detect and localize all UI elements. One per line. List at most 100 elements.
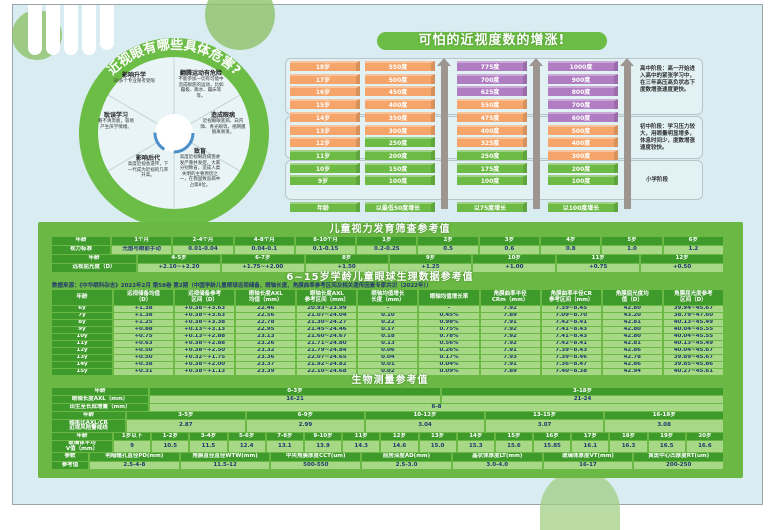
table-cell: 2.5-3.0	[362, 462, 451, 469]
table-cell: 3-5岁	[127, 412, 245, 419]
table-cell: 3.08	[605, 420, 723, 432]
table-cell: +0.38~+2.00	[175, 362, 235, 368]
table-cell: 16-18岁	[605, 412, 723, 419]
table-cell: 0.04-0.1	[234, 246, 294, 254]
row-label: 9y	[52, 327, 112, 333]
table-cell: 1-2岁	[152, 433, 189, 440]
stair-cell-rate75: 250度	[457, 149, 527, 160]
table-cell: 10岁	[473, 255, 556, 263]
row-label: 轴率比AXL/CR 近视风险警戒线	[52, 420, 125, 432]
table-cell: 4-8个月	[234, 237, 294, 245]
row-label: 10y	[52, 334, 112, 340]
table-cell: 17岁	[572, 433, 609, 440]
table-cell: 22.07~24.65	[297, 355, 357, 361]
table-cell: 黄斑中心凹厚度RT(um)	[634, 453, 724, 461]
table-cell: 4-5岁	[138, 255, 220, 263]
table-cell: 15.85	[534, 441, 571, 452]
table-cell: 6-9岁	[246, 412, 365, 419]
table-cell: 43.20	[602, 313, 662, 319]
table-cell: 光感与眼前手动	[112, 246, 172, 254]
table-cell: 明暗瞳孔直径PD(mm)	[90, 453, 179, 461]
table-cell: 42.80	[602, 334, 662, 340]
table-cell: 42.81	[602, 341, 662, 347]
table-cell: 0.10	[358, 313, 418, 319]
decor-bar	[46, 5, 60, 55]
stair-cell-rate100: 500度	[548, 124, 618, 135]
hazard-segment: 耽误学习看不清黑板，容易产生厌学情绪。	[96, 112, 136, 130]
row-label: 参考值	[52, 462, 88, 469]
row-label: 年龄	[52, 255, 136, 263]
table-cell: 角膜屈光度参考 区间（D）	[663, 290, 723, 305]
table-cell: 角膜屈光度均 值（D）	[602, 290, 662, 305]
table-cell: +1.25	[114, 320, 174, 326]
row-label: 14y	[52, 362, 112, 368]
screening-refraction-row: 远视屈光度（D）+2.10~+2.20+1.75~+2.00+1.50+1.25…	[52, 264, 724, 272]
stair-cell-rate100: 300度	[548, 149, 618, 160]
table-cell: 5岁	[602, 237, 662, 245]
table-cell: 0.2-0.25	[357, 246, 417, 254]
table-cell: 玻璃体厚度VT(mm)	[543, 453, 633, 461]
row-label: 年龄	[52, 290, 112, 305]
row-label: 出生至长成增量（mm）	[52, 404, 148, 411]
table-cell: 21.07~24.04	[297, 313, 357, 319]
table-cell: 0.22	[358, 320, 418, 326]
table-cell: 9岁	[389, 255, 472, 263]
table-cell: 13.1	[266, 441, 303, 452]
table-cell: 21-24	[442, 396, 723, 403]
stair-cell-rate75: 475度	[457, 111, 527, 122]
row-label: 11y	[52, 341, 112, 347]
table-cell: 42.80	[602, 327, 662, 333]
table-cell: 中央角膜厚度CCT(um)	[271, 453, 361, 461]
decor-bar	[64, 5, 78, 55]
stair-cell-ages: 11岁	[290, 149, 360, 160]
table-cell: 3岁	[479, 237, 540, 245]
table-cell: 1.2	[663, 246, 723, 254]
table-cell: 3-18岁	[442, 388, 723, 395]
table-cell: 23.39	[236, 369, 296, 375]
table-cell: +0.63	[114, 341, 174, 347]
table-cell: 40.04~45.67	[663, 348, 723, 354]
table-cell: 角膜曲率半径CR 参考区间（mm）	[541, 290, 601, 305]
table-cell: 21.30~24.27	[297, 320, 357, 326]
table-cell: 7.92	[480, 341, 540, 347]
table-cell: 22.10~24.68	[297, 369, 357, 375]
stair-cell-rate50: 200度	[365, 149, 435, 160]
note-high-school: 高中阶段：高一开始进入高中的紧张学习中，在三年高压高负状态下度数增涨速度更快。	[640, 66, 696, 93]
table-cell: +0.32~+1.75	[175, 355, 235, 361]
table-cell: 0.56%	[419, 341, 479, 347]
table-cell: -	[419, 306, 479, 312]
stair-cell-rate50: 550度	[365, 61, 435, 71]
table-cell: 0.75%	[419, 327, 479, 333]
table-cell: 15岁	[495, 433, 533, 440]
table-cell: 0.6	[479, 246, 540, 254]
table-cell: +0.88	[114, 327, 174, 333]
physio-source: 数据来源：《中华眼科杂志》2022年2月 第58卷 第2期（中国学龄儿童眼球远视…	[52, 283, 432, 289]
table-cell: 10-12岁	[366, 412, 484, 419]
table-cell: 0-3岁	[150, 388, 440, 395]
hazards-wheel: 近视眼有哪些具体危害?	[79, 37, 269, 228]
table-cell: 7.91	[480, 320, 540, 326]
table-cell: 0.09%	[419, 369, 479, 375]
table-cell: 0.26%	[419, 348, 479, 354]
table-cell: 7.39~8.45	[541, 306, 601, 312]
table-cell: 12岁	[641, 255, 724, 263]
table-cell: 0.98%	[419, 320, 479, 326]
table-cell: 22.95	[236, 327, 296, 333]
table-cell: 7.40~8.38	[541, 369, 601, 375]
stair-cell-ages: 14岁	[290, 111, 360, 122]
table-cell: 2.99	[246, 420, 365, 432]
table-cell: 1.0	[602, 246, 662, 254]
table-cell: 2-4个月	[173, 237, 233, 245]
segment-body: 30多个专业限考受限	[113, 79, 155, 84]
page-title: 可怕的近视度数的增涨!	[377, 32, 607, 50]
decor-bar	[100, 5, 114, 50]
table-cell: 7.39~8.46	[541, 355, 601, 361]
